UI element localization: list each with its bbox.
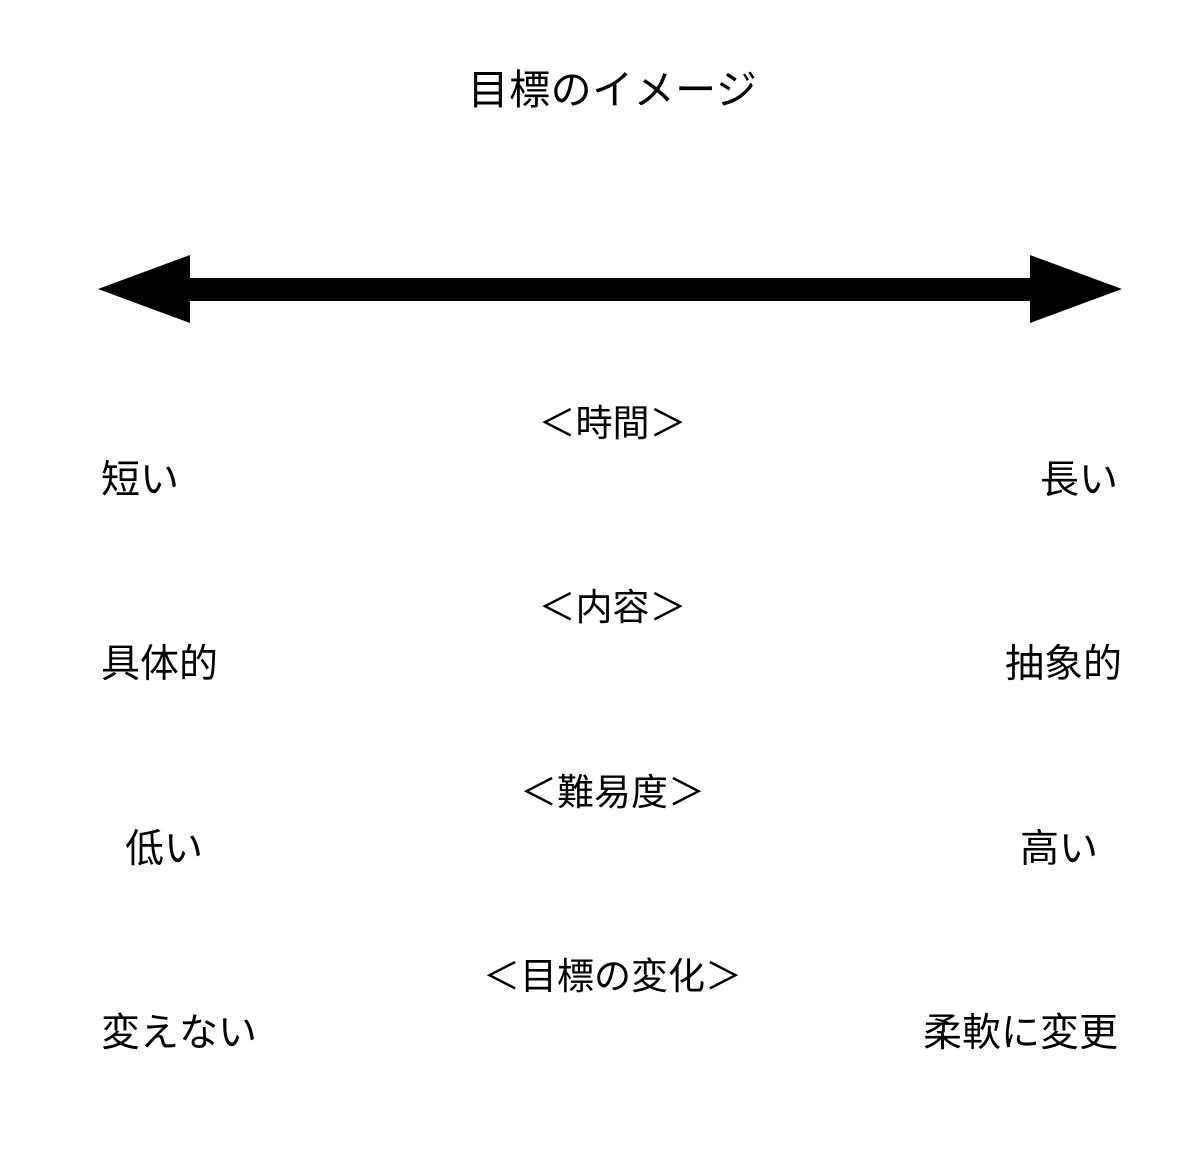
scale-right-label-content: 抽象的 xyxy=(1004,643,1122,686)
double-headed-arrow-icon xyxy=(98,255,1122,323)
scale-row-time: ＜時間＞ 短い 長い xyxy=(0,405,1200,525)
scale-left-label-time: 短い xyxy=(101,459,180,502)
scale-axis-label-difficulty: ＜難易度＞ xyxy=(520,772,705,813)
scale-row-difficulty: ＜難易度＞ 低い 高い xyxy=(0,774,1200,894)
double-headed-arrow xyxy=(98,252,1122,326)
scale-axis-label-content: ＜内容＞ xyxy=(538,587,687,628)
scale-left-label-difficulty: 低い xyxy=(125,828,204,871)
page-title: 目標のイメージ xyxy=(467,67,758,113)
scale-axis-label-goal-change: ＜目標の変化＞ xyxy=(483,956,742,997)
scale-row-content: ＜内容＞ 具体的 抽象的 xyxy=(0,589,1200,709)
scale-left-label-goal-change: 変えない xyxy=(101,1012,258,1055)
scale-right-label-goal-change: 柔軟に変更 xyxy=(922,1012,1118,1055)
scale-axis-label-time: ＜時間＞ xyxy=(538,403,687,444)
scale-left-label-content: 具体的 xyxy=(101,643,219,686)
scale-row-goal-change: ＜目標の変化＞ 変えない 柔軟に変更 xyxy=(0,958,1200,1078)
scale-right-label-difficulty: 高い xyxy=(1019,828,1098,871)
scale-right-label-time: 長い xyxy=(1039,459,1118,502)
